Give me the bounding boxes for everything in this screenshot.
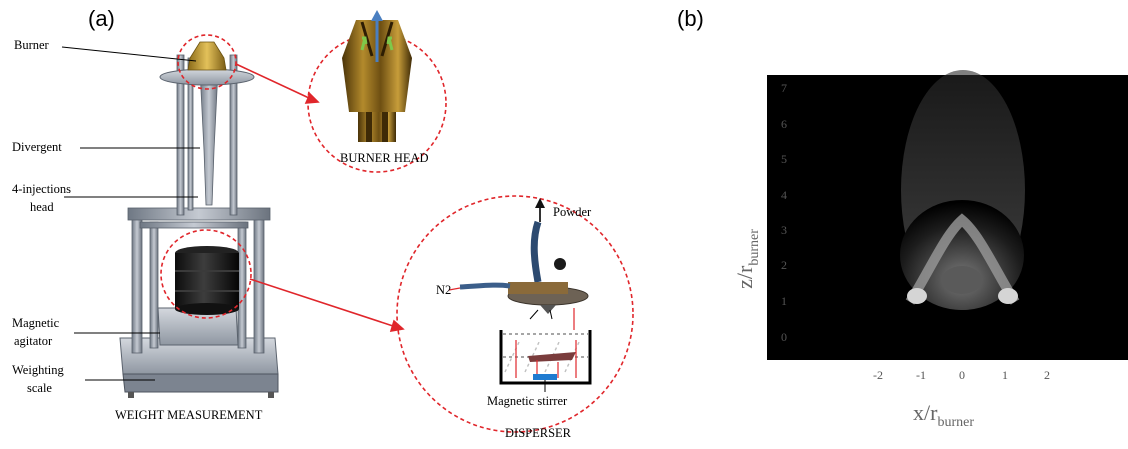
label-scale-line2: scale	[27, 381, 52, 395]
x-tick: -2	[873, 368, 883, 382]
y-axis-label: z/rburner	[732, 229, 762, 289]
label-n2: N2	[436, 283, 452, 297]
panel-a-label: (a)	[88, 6, 115, 31]
y-tick: 4	[781, 188, 787, 202]
y-tick: 6	[781, 117, 787, 131]
disperser-drum	[175, 246, 239, 315]
burner-plate	[159, 68, 255, 86]
label-agitator-line1: Magnetic	[12, 316, 60, 330]
x-axis-label: x/rburner	[913, 400, 974, 430]
caption-weight-measurement: WEIGHT MEASUREMENT	[115, 408, 263, 422]
y-tick: 3	[781, 223, 787, 237]
y-tick: 0	[781, 330, 787, 344]
caption-disperser: DISPERSER	[505, 426, 571, 440]
burner-body	[187, 41, 227, 71]
label-injections-line2: head	[30, 200, 54, 214]
label-burner: Burner	[14, 38, 49, 52]
flow-arrow-head	[371, 10, 383, 21]
y-tick: 1	[781, 294, 787, 308]
y-tick: 5	[781, 152, 787, 166]
label-injections-line1: 4-injections	[12, 182, 72, 196]
swirl-arrow-left	[360, 36, 368, 51]
support-frame	[127, 54, 271, 354]
leader-lines	[61, 46, 200, 381]
x-tick: 1	[1002, 368, 1008, 382]
x-tick: 0	[959, 368, 965, 382]
label-scale-line1: Weighting	[12, 363, 64, 377]
x-tick: 2	[1044, 368, 1050, 382]
disperser-detail	[448, 198, 592, 392]
flame-image	[900, 70, 1025, 310]
y-tick: 2	[781, 258, 787, 272]
label-divergent: Divergent	[12, 140, 62, 154]
x-tick: -1	[916, 368, 926, 382]
callout-connectors	[235, 63, 405, 333]
divergent-tube	[199, 69, 219, 206]
label-magnetic-stirrer: Magnetic stirrer	[487, 394, 568, 408]
swirl-arrow-right	[386, 36, 394, 51]
caption-burner-head: BURNER HEAD	[340, 151, 429, 165]
y-tick: 7	[781, 81, 787, 95]
label-powder: Powder	[553, 205, 592, 219]
panel-b-label: (b)	[677, 6, 704, 31]
label-agitator-line2: agitator	[14, 334, 53, 348]
